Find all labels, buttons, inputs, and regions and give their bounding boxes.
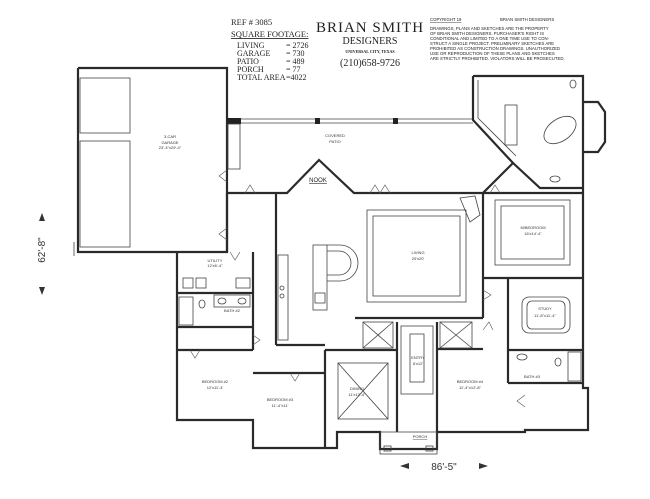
door-swings [189,169,526,408]
arrow-left-icon [400,463,409,469]
area-name: PORCH [237,65,264,74]
room-label-nook: NOOK [309,178,327,184]
copyright-line: USE OR REPRODUCTION OF THESE PLANS AND S… [430,51,555,56]
copyright-owner: BRIAN SMITH DESIGNERS [500,17,554,22]
room-label: PORCH [413,434,428,439]
room-size: 12'x11'-4' [207,385,224,390]
room-size: 11'-4"x12'-8" [459,385,482,390]
room-living: LIVING 20'x20' [366,195,481,303]
room-size: 16'x14'-4" [524,231,542,236]
room-entry: ENTRY 6'x12' [400,325,434,395]
dimension-depth: 62'-8" [37,213,48,295]
room-size: 11'x12'-4" [348,392,366,397]
width-label: 86'-5" [431,462,457,473]
room-label: BATH #2 [224,308,241,313]
room-master-bedroom: M/BEDROOM 16'x14'-4" [494,199,571,266]
kitchen: NOOK [277,178,359,341]
room-label: BEDROOM #3 [267,397,294,402]
area-value: =4022 [286,73,307,82]
area-name: GARAGE [237,49,270,58]
area-name: PATIO [237,57,259,66]
room-size: 20'x20' [412,256,425,261]
room-label: ENTRY [411,355,425,360]
room-size: 6'x12' [413,361,423,366]
arrow-down-icon [39,287,45,295]
company-block: BRIAN SMITH DESIGNERS UNIVERSAL CITY, TE… [316,20,424,69]
area-name: LIVING [237,41,265,50]
room-dining: DINING 11'x12'-4" [337,362,389,420]
room-label: 3-CAR [164,134,176,139]
area-value: = 730 [286,49,305,58]
square-footage-block: REF # 3085 SQUARE FOOTAGE: LIVING = 2726… [231,17,309,82]
area-value: = 489 [286,57,305,66]
company-phone: (210)658-9726 [340,58,400,69]
room-label: STUDY [538,306,552,311]
ref-number: REF # 3085 [231,17,272,27]
copyright-line: PROHIBITED AS CONSTRUCTION DRAWINGS. UNA… [430,46,560,51]
room-utility: UTILITY 12'x6'-4" [182,258,251,289]
company-location: UNIVERSAL CITY, TEXAS [345,49,395,54]
area-value: = 77 [286,65,301,74]
copyright-line: OF BRIAN SMITH DESIGNERS. PURCHASER'S RI… [430,31,544,36]
room-label: LIVING [411,250,424,255]
room-garage: 3-CAR GARAGE 23'-4"x29'-4" [73,66,229,256]
dimension-width: 86'-5" [400,462,488,473]
sqft-title: SQUARE FOOTAGE: [231,29,308,39]
area-value: = 2726 [286,41,309,50]
room-label: M/BEDROOM [520,225,545,230]
room-label: COVERED [325,133,345,138]
room-bath-3: BATH #3 [516,351,582,382]
room-label: DINING [350,386,364,391]
copyright-line: CONDITIONAL AND LIMITED TO A ONE TIME US… [430,36,550,41]
arrow-up-icon [39,213,45,221]
room-bedroom-4: BEDROOM #4 11'-4"x12'-8" [457,379,484,390]
room-label: PATIO [329,139,340,144]
room-size: 11'-4"x11' [272,403,289,408]
room-study: STUDY 11'-8"x11'-4" [521,296,571,334]
room-label: BEDROOM #2 [202,379,229,384]
copyright-notice: COPYRIGHT 19 BRIAN SMITH DESIGNERS DRAWI… [430,17,565,61]
room-size: 11'-8"x11'-4" [534,313,556,318]
area-name: TOTAL AREA [237,73,286,82]
copyright-year: COPYRIGHT 19 [430,17,462,22]
room-bedroom-2: BEDROOM #2 12'x11'-4' [202,379,229,390]
depth-label: 62'-8" [37,237,48,263]
room-label: BEDROOM #4 [457,379,484,384]
company-name: BRIAN SMITH [316,20,424,36]
room-bath-2: BATH #2 [178,294,251,326]
room-bedroom-3: BEDROOM #3 11'-4"x11' [267,397,294,408]
copyright-line: STRUCT A SINGLE PROJECT. PRELIMINARY SKE… [430,41,554,46]
room-size: 23'-4"x29'-4" [159,145,182,150]
room-label: BATH #3 [524,374,541,379]
master-bath [477,79,577,183]
room-label: UTILITY [208,258,223,263]
copyright-line: DRAWINGS, PLANS AND SKETCHES ARE THE PRO… [430,26,549,31]
room-label: GARAGE [161,140,178,145]
room-porch: PORCH [413,434,428,439]
arrow-right-icon [479,463,488,469]
transom-windows [362,321,473,349]
room-covered-patio: COVERED PATIO [227,118,473,170]
house-walls [175,74,607,455]
company-subtitle: DESIGNERS [342,36,397,47]
copyright-line: ARE STRICTLY PROHIBITED. VIOLATORS WILL … [430,56,565,61]
room-size: 12'x6'-4" [207,263,223,268]
